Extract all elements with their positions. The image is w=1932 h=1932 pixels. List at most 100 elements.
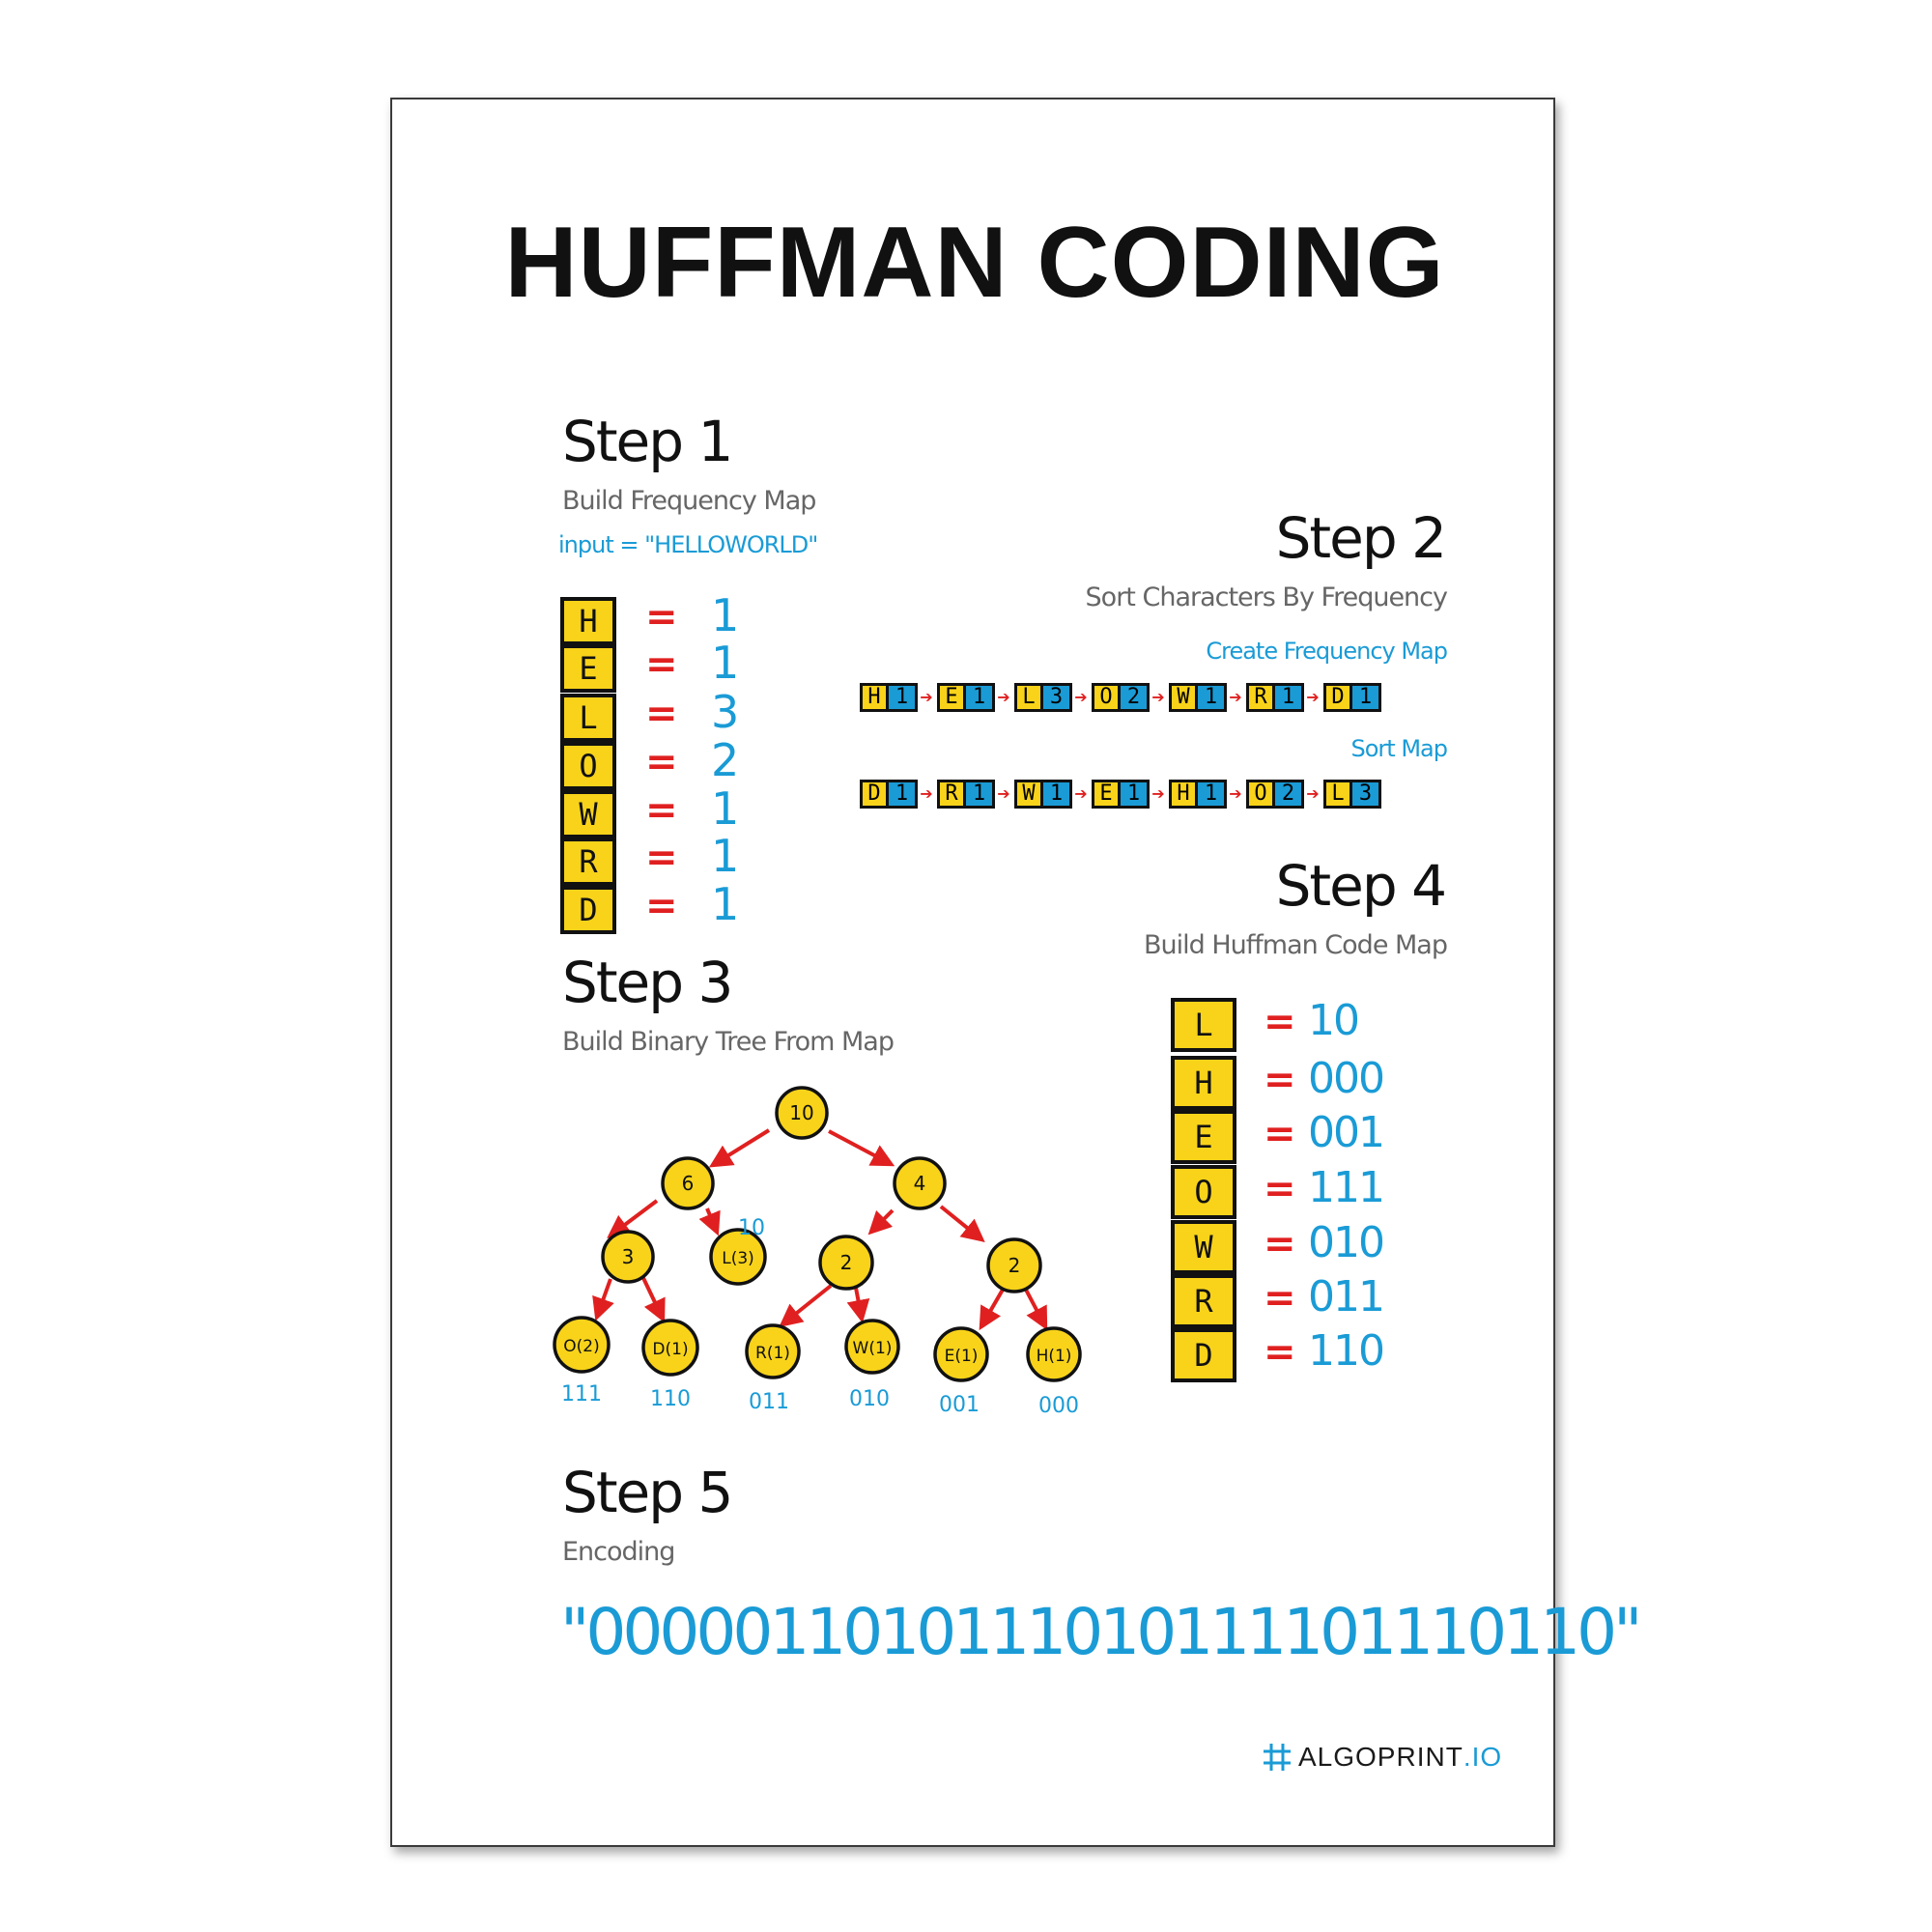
step3-subtitle: Build Binary Tree From Map [562,1027,895,1057]
equals-sign: = [645,595,678,639]
equals-sign: = [645,836,678,880]
node-label: O(2) [563,1337,599,1356]
equals-sign: = [645,642,678,687]
pair-char: R [1246,683,1275,712]
node-label: 2 [840,1251,853,1274]
step5-title: Step 5 [562,1460,733,1525]
node-label: L(3) [722,1249,754,1268]
leaf-code: 110 [650,1387,691,1411]
red-arrow: ➔ [920,688,933,706]
equals-sign: = [1264,1276,1296,1321]
node-label: R(1) [755,1344,790,1363]
step2-subtitle: Sort Characters By Frequency [1085,582,1448,612]
code-value: 010 [1308,1218,1385,1267]
code-value: 011 [1308,1272,1385,1321]
node-label: 4 [914,1172,926,1195]
node-label: H(1) [1037,1347,1072,1366]
node-label: 2 [1009,1254,1021,1277]
char-tile: R [1171,1274,1236,1328]
char-tile: E [560,644,616,693]
red-arrow: ➔ [1306,688,1320,706]
red-arrow: ➔ [920,784,933,803]
equals-sign: = [645,740,678,784]
step2-create-label: Create Frequency Map [1206,638,1448,665]
tree-labels: 10 6 4 3 L(3) 2 2 O(2) D(1) R(1) W(1) E(… [563,1101,1071,1366]
node-label: D(1) [652,1340,688,1359]
pair-char: L [1323,780,1352,809]
pair-count: 1 [1198,683,1227,712]
red-arrow: ➔ [1074,784,1088,803]
tree-edges [592,1128,1048,1331]
huffman-tree: 10 6 4 3 L(3) 2 2 O(2) D(1) R(1) W(1) E(… [553,1086,1082,1418]
step2-sort-label: Sort Map [1350,735,1448,762]
pair-count: 1 [966,683,995,712]
pair-char: D [1323,683,1352,712]
leaf-code: 011 [749,1390,789,1414]
node-label: 6 [682,1172,695,1195]
char-tile: W [1171,1220,1236,1274]
pair-count: 1 [889,683,918,712]
step1-input-label: input = "HELLOWORLD" [558,531,818,558]
red-arrow: ➔ [1151,784,1165,803]
pair-char: D [860,780,889,809]
pair-count: 2 [1121,683,1150,712]
equals-sign: = [1264,1058,1296,1102]
frequency-value: 1 [711,878,740,930]
step3-title: Step 3 [562,950,733,1015]
pair-char: O [1246,780,1275,809]
pair-char: R [937,780,966,809]
node-label: W(1) [853,1339,893,1358]
code-value: 001 [1308,1108,1385,1157]
frequency-value: 1 [711,637,740,689]
brand-logo: ALGOPRINT.IO [1262,1742,1502,1773]
equals-sign: = [645,884,678,928]
red-arrow: ➔ [997,688,1010,706]
equals-sign: = [1264,1112,1296,1156]
pair-count: 1 [1352,683,1381,712]
frequency-value: 1 [711,782,740,835]
leaf-code: 111 [561,1382,602,1406]
code-value: 111 [1308,1163,1385,1212]
pair-count: 1 [1043,780,1072,809]
page-title: HUFFMAN CODING [504,207,1445,319]
char-tile: O [560,742,616,790]
char-tile: H [1171,1056,1236,1110]
char-tile: L [1171,998,1236,1052]
pair-char: E [1092,780,1121,809]
equals-sign: = [645,788,678,833]
node-label: E(1) [945,1347,979,1366]
pair-char: W [1169,683,1198,712]
red-arrow: ➔ [997,784,1010,803]
pair-char: O [1092,683,1121,712]
step1-title: Step 1 [562,409,733,474]
leaf-codes: 10 111 110 011 010 001 000 [561,1216,1079,1418]
red-arrow: ➔ [1306,784,1320,803]
node-label: 10 [789,1101,813,1124]
step4-title: Step 4 [1275,853,1447,919]
frequency-value: 3 [711,686,740,738]
step5-subtitle: Encoding [562,1537,675,1567]
pair-char: W [1014,780,1043,809]
equals-sign: = [645,692,678,736]
pair-count: 1 [966,780,995,809]
encoded-output: "0000011010111010111101110110" [560,1595,1642,1669]
pair-char: L [1014,683,1043,712]
pair-count: 2 [1275,780,1304,809]
char-tile: L [560,694,616,742]
char-tile: D [1171,1328,1236,1382]
code-value: 000 [1308,1054,1385,1103]
brand-name: ALGOPRINT [1298,1742,1463,1772]
frequency-value: 2 [711,734,740,786]
step2-title: Step 2 [1275,505,1447,571]
char-tile: O [1171,1165,1236,1219]
